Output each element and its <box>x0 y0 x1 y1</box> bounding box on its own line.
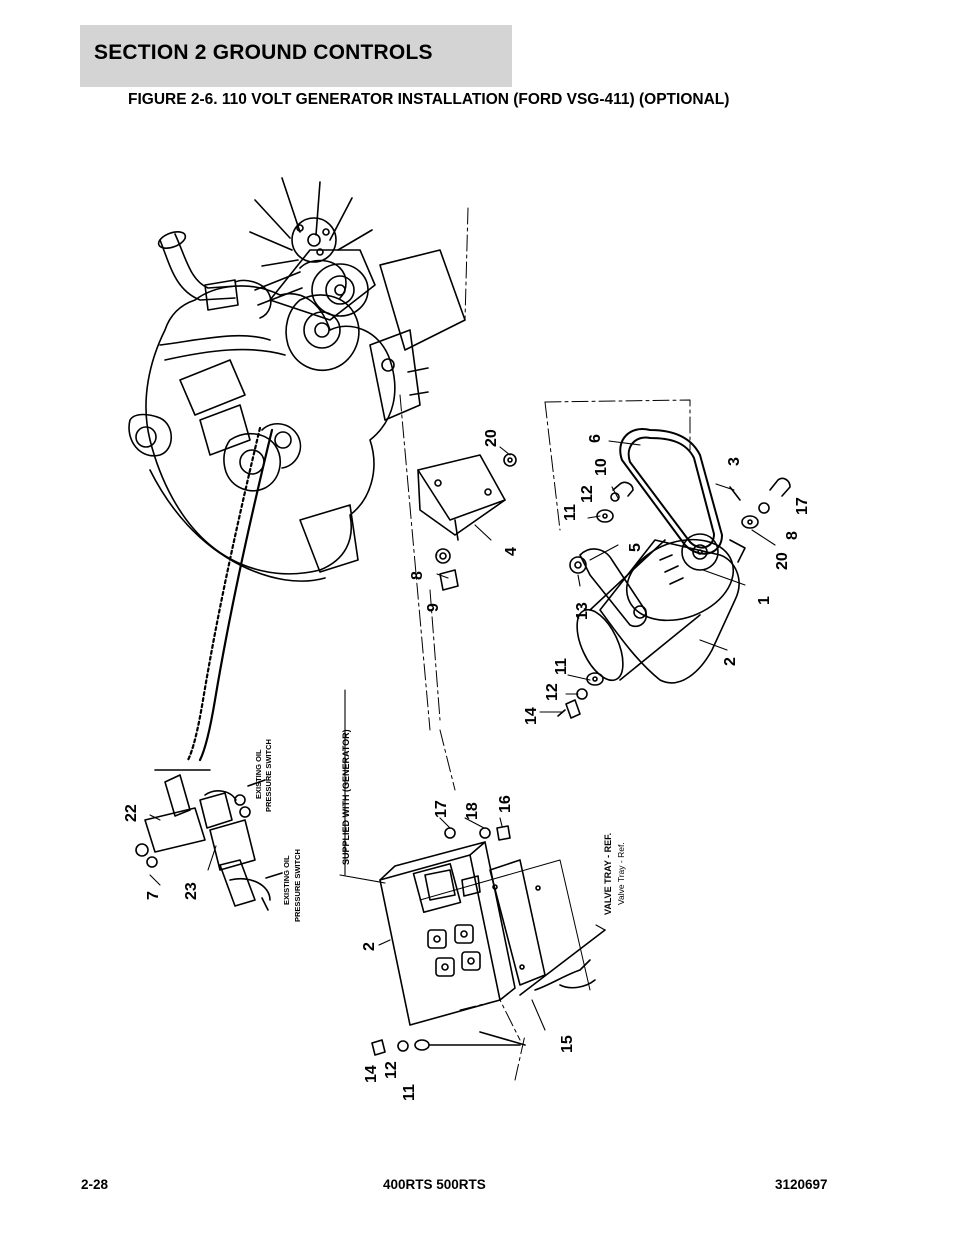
callout-4: 4 <box>503 547 520 556</box>
section-title: SECTION 2 GROUND CONTROLS <box>94 41 433 64</box>
generator-illustration <box>557 477 791 719</box>
callout-17: 17 <box>433 800 450 818</box>
figure-title: FIGURE 2-6. 110 VOLT GENERATOR INSTALLAT… <box>128 91 730 108</box>
callout-16: 16 <box>497 795 514 813</box>
callout-23: 23 <box>183 882 200 900</box>
callout-18: 18 <box>464 802 481 820</box>
note-valve-tray-upper: VALVE TRAY - REF. <box>603 833 613 915</box>
hose-line <box>186 426 274 762</box>
callout-21a: 20 <box>483 429 500 447</box>
callout-8a: 8 <box>409 571 426 580</box>
leader-lines <box>149 440 776 1031</box>
callout-11b: 11 <box>553 658 570 675</box>
callout-5: 5 <box>627 543 644 552</box>
callout-labels: 20 4 8 9 6 10 12 11 3 5 13 1 2 17 8 20 1… <box>123 429 811 1101</box>
note-existing-oil-1a: EXISTING OIL <box>254 749 263 799</box>
callout-14a: 14 <box>523 707 540 725</box>
callout-7: 7 <box>145 891 162 900</box>
note-existing-oil-2a: EXISTING OIL <box>282 855 291 905</box>
drawing-notes: EXISTING OIL PRESSURE SWITCH EXISTING OI… <box>254 729 626 922</box>
oil-pressure-switch-assembly <box>135 769 283 911</box>
callout-12a: 12 <box>579 485 596 503</box>
callout-10: 10 <box>593 458 610 476</box>
callout-22: 22 <box>123 804 140 822</box>
callout-6: 6 <box>587 434 604 443</box>
footer-doc-number: 3120697 <box>775 1177 828 1192</box>
engine-illustration <box>128 177 466 582</box>
callout-21b: 20 <box>774 552 791 570</box>
callout-1: 1 <box>756 596 773 605</box>
callout-12b: 12 <box>544 683 561 701</box>
callout-11a: 11 <box>562 504 579 521</box>
callout-3: 3 <box>726 457 743 466</box>
note-valve-tray-lower: Valve Tray - Ref. <box>616 842 626 905</box>
callout-15: 15 <box>559 1035 576 1053</box>
callout-14b: 14 <box>363 1065 380 1083</box>
callout-2b: 2 <box>361 942 378 951</box>
callout-2a: 2 <box>722 657 739 666</box>
callout-13: 13 <box>574 602 591 620</box>
callout-12c: 12 <box>383 1061 400 1079</box>
alignment-lines <box>399 207 691 1081</box>
note-existing-oil-2b: PRESSURE SWITCH <box>293 849 302 922</box>
callout-9: 9 <box>425 603 442 612</box>
valve-tray <box>419 859 606 996</box>
generator-bracket <box>417 453 517 591</box>
footer-page-number: 2-28 <box>81 1177 109 1192</box>
callout-11c: 11 <box>401 1084 418 1101</box>
callout-20: 17 <box>794 497 811 515</box>
note-supplied-with: SUPPLIED WITH (GENERATOR) <box>341 729 351 865</box>
note-existing-oil-1b: PRESSURE SWITCH <box>264 739 273 812</box>
generator-control-box <box>371 825 546 1056</box>
footer-models: 400RTS 500RTS <box>383 1177 486 1192</box>
section-banner: SECTION 2 GROUND CONTROLS <box>80 25 512 87</box>
callout-8b: 8 <box>784 531 801 540</box>
